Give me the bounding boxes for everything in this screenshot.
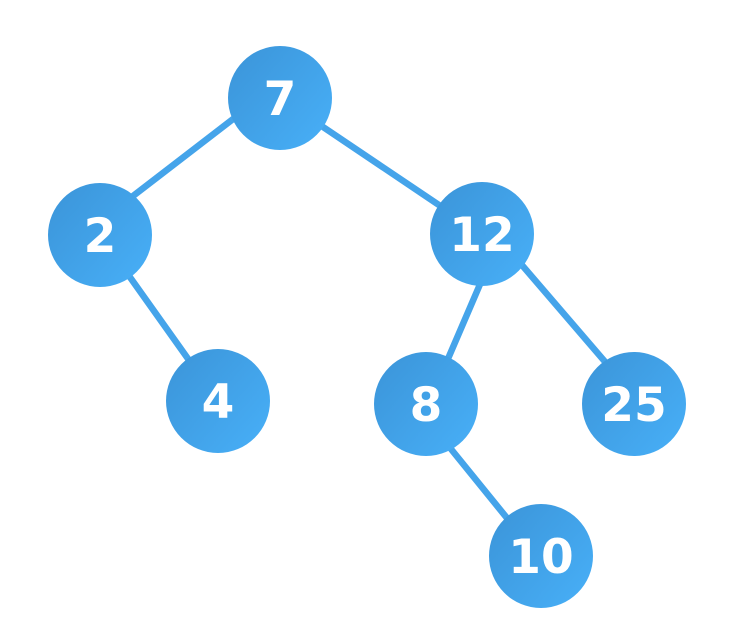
tree-node-25: 25 bbox=[582, 352, 686, 456]
node-label-12: 12 bbox=[449, 208, 514, 263]
tree-node-7: 7 bbox=[228, 46, 332, 150]
node-label-2: 2 bbox=[84, 209, 117, 264]
tree-node-8: 8 bbox=[374, 352, 478, 456]
node-circle-10 bbox=[489, 504, 593, 608]
node-circle-25 bbox=[582, 352, 686, 456]
node-label-25: 25 bbox=[601, 378, 666, 433]
node-label-10: 10 bbox=[508, 530, 573, 585]
node-circle-2 bbox=[48, 183, 152, 287]
node-circle-8 bbox=[374, 352, 478, 456]
node-label-8: 8 bbox=[410, 378, 443, 433]
tree-node-10: 10 bbox=[489, 504, 593, 608]
tree-node-12: 12 bbox=[430, 182, 534, 286]
tree-edge-7-2 bbox=[116, 102, 254, 210]
node-label-4: 4 bbox=[202, 375, 235, 430]
node-circle-4 bbox=[166, 349, 270, 453]
tree-node-2: 2 bbox=[48, 183, 152, 287]
tree-node-4: 4 bbox=[166, 349, 270, 453]
node-circle-7 bbox=[228, 46, 332, 150]
node-label-7: 7 bbox=[264, 72, 297, 127]
node-circle-12 bbox=[430, 182, 534, 286]
